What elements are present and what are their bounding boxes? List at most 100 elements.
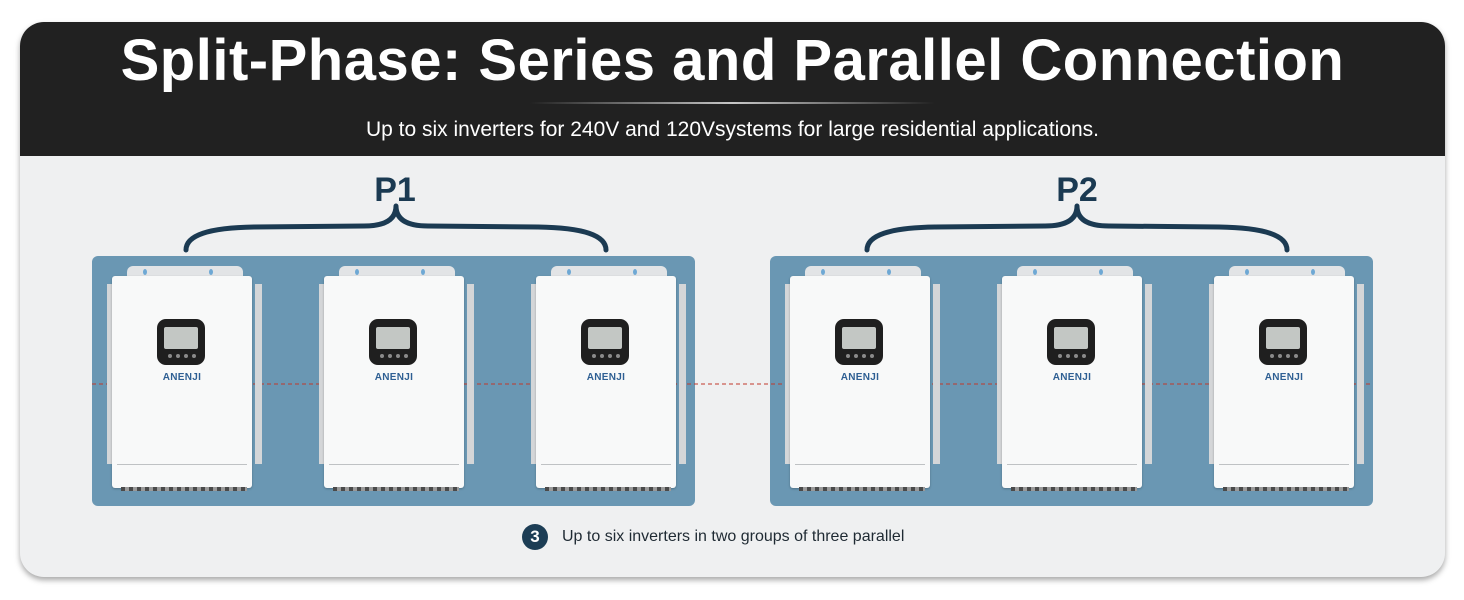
page-title: Split-Phase: Series and Parallel Connect… — [120, 28, 1345, 93]
infographic-card: Split-Phase: Series and Parallel Connect… — [20, 22, 1445, 577]
mount-hole-icon — [1245, 269, 1249, 275]
panel-button — [854, 354, 858, 358]
inverter-panel-seam — [1219, 464, 1349, 465]
inverter-panel-seam — [1007, 464, 1137, 465]
inverter-display-panel — [1047, 319, 1095, 365]
inverter-side-rail — [319, 284, 326, 464]
inverter-display-panel — [835, 319, 883, 365]
inverter-display-panel — [157, 319, 205, 365]
panel-button — [192, 354, 196, 358]
mount-hole-icon — [143, 269, 147, 275]
panel-button — [1278, 354, 1282, 358]
inverter-side-rail — [679, 284, 686, 464]
inverter-side-rail — [785, 284, 792, 464]
inverter-unit: ANENJI — [107, 266, 262, 495]
panel-button — [1066, 354, 1070, 358]
brace-p2 — [864, 203, 1290, 253]
panel-button — [1294, 354, 1298, 358]
group-label-p2: P2 — [1056, 171, 1098, 209]
brace-p1 — [183, 203, 609, 253]
mount-hole-icon — [209, 269, 213, 275]
inverter-side-rail — [107, 284, 114, 464]
brand-logo: ANENJI — [1052, 372, 1092, 383]
panel-button — [168, 354, 172, 358]
panel-button — [404, 354, 408, 358]
brand-logo: ANENJI — [1264, 372, 1304, 383]
panel-button — [1058, 354, 1062, 358]
inverter-side-rail — [1209, 284, 1216, 464]
inverter-display-panel — [581, 319, 629, 365]
step-number-badge: 3 — [522, 524, 548, 550]
inverter-panel-seam — [117, 464, 247, 465]
lcd-screen — [376, 327, 410, 349]
lcd-screen — [588, 327, 622, 349]
title-divider — [530, 102, 935, 104]
inverter-body: ANENJI — [1002, 276, 1142, 488]
inverter-side-rail — [1145, 284, 1152, 464]
inverter-terminal-strip — [333, 487, 459, 491]
mount-hole-icon — [821, 269, 825, 275]
mount-hole-icon — [1033, 269, 1037, 275]
inverter-unit: ANENJI — [785, 266, 940, 495]
inverter-display-panel — [369, 319, 417, 365]
group-label-p1: P1 — [374, 171, 416, 209]
panel-button — [176, 354, 180, 358]
panel-button — [184, 354, 188, 358]
panel-button — [616, 354, 620, 358]
panel-button — [1082, 354, 1086, 358]
brand-logo: ANENJI — [374, 372, 414, 383]
panel-button — [608, 354, 612, 358]
inverter-panel-seam — [329, 464, 459, 465]
inverter-display-panel — [1259, 319, 1307, 365]
inverter-terminal-strip — [799, 487, 925, 491]
panel-button — [870, 354, 874, 358]
inverter-side-rail — [255, 284, 262, 464]
inverter-unit: ANENJI — [319, 266, 474, 495]
panel-button — [592, 354, 596, 358]
lcd-screen — [842, 327, 876, 349]
panel-button — [846, 354, 850, 358]
mount-hole-icon — [421, 269, 425, 275]
panel-button — [1270, 354, 1274, 358]
inverter-terminal-strip — [545, 487, 671, 491]
inverter-body: ANENJI — [790, 276, 930, 488]
mount-hole-icon — [355, 269, 359, 275]
panel-button — [388, 354, 392, 358]
inverter-side-rail — [531, 284, 538, 464]
panel-button — [862, 354, 866, 358]
lcd-screen — [1054, 327, 1088, 349]
inverter-terminal-strip — [1223, 487, 1349, 491]
lcd-screen — [164, 327, 198, 349]
inverter-panel-seam — [541, 464, 671, 465]
inverter-side-rail — [467, 284, 474, 464]
inverter-unit: ANENJI — [531, 266, 686, 495]
inverter-panel-seam — [795, 464, 925, 465]
mount-hole-icon — [567, 269, 571, 275]
mount-hole-icon — [1099, 269, 1103, 275]
mount-hole-icon — [1311, 269, 1315, 275]
inverter-body: ANENJI — [112, 276, 252, 488]
inverter-terminal-strip — [1011, 487, 1137, 491]
inverter-unit: ANENJI — [997, 266, 1152, 495]
panel-button — [396, 354, 400, 358]
inverter-side-rail — [1357, 284, 1364, 464]
brand-logo: ANENJI — [840, 372, 880, 383]
inverter-body: ANENJI — [324, 276, 464, 488]
inverter-body: ANENJI — [536, 276, 676, 488]
inverter-side-rail — [997, 284, 1004, 464]
footnote-text: Up to six inverters in two groups of thr… — [562, 528, 905, 545]
panel-button — [1074, 354, 1078, 358]
brand-logo: ANENJI — [586, 372, 626, 383]
page-subtitle: Up to six inverters for 240V and 120Vsys… — [365, 118, 1100, 141]
inverter-unit: ANENJI — [1209, 266, 1364, 495]
inverter-side-rail — [933, 284, 940, 464]
inverter-body: ANENJI — [1214, 276, 1354, 488]
brand-logo: ANENJI — [162, 372, 202, 383]
panel-button — [1286, 354, 1290, 358]
panel-button — [380, 354, 384, 358]
mount-hole-icon — [633, 269, 637, 275]
inverter-terminal-strip — [121, 487, 247, 491]
mount-hole-icon — [887, 269, 891, 275]
panel-button — [600, 354, 604, 358]
header-banner: Split-Phase: Series and Parallel Connect… — [20, 22, 1445, 156]
